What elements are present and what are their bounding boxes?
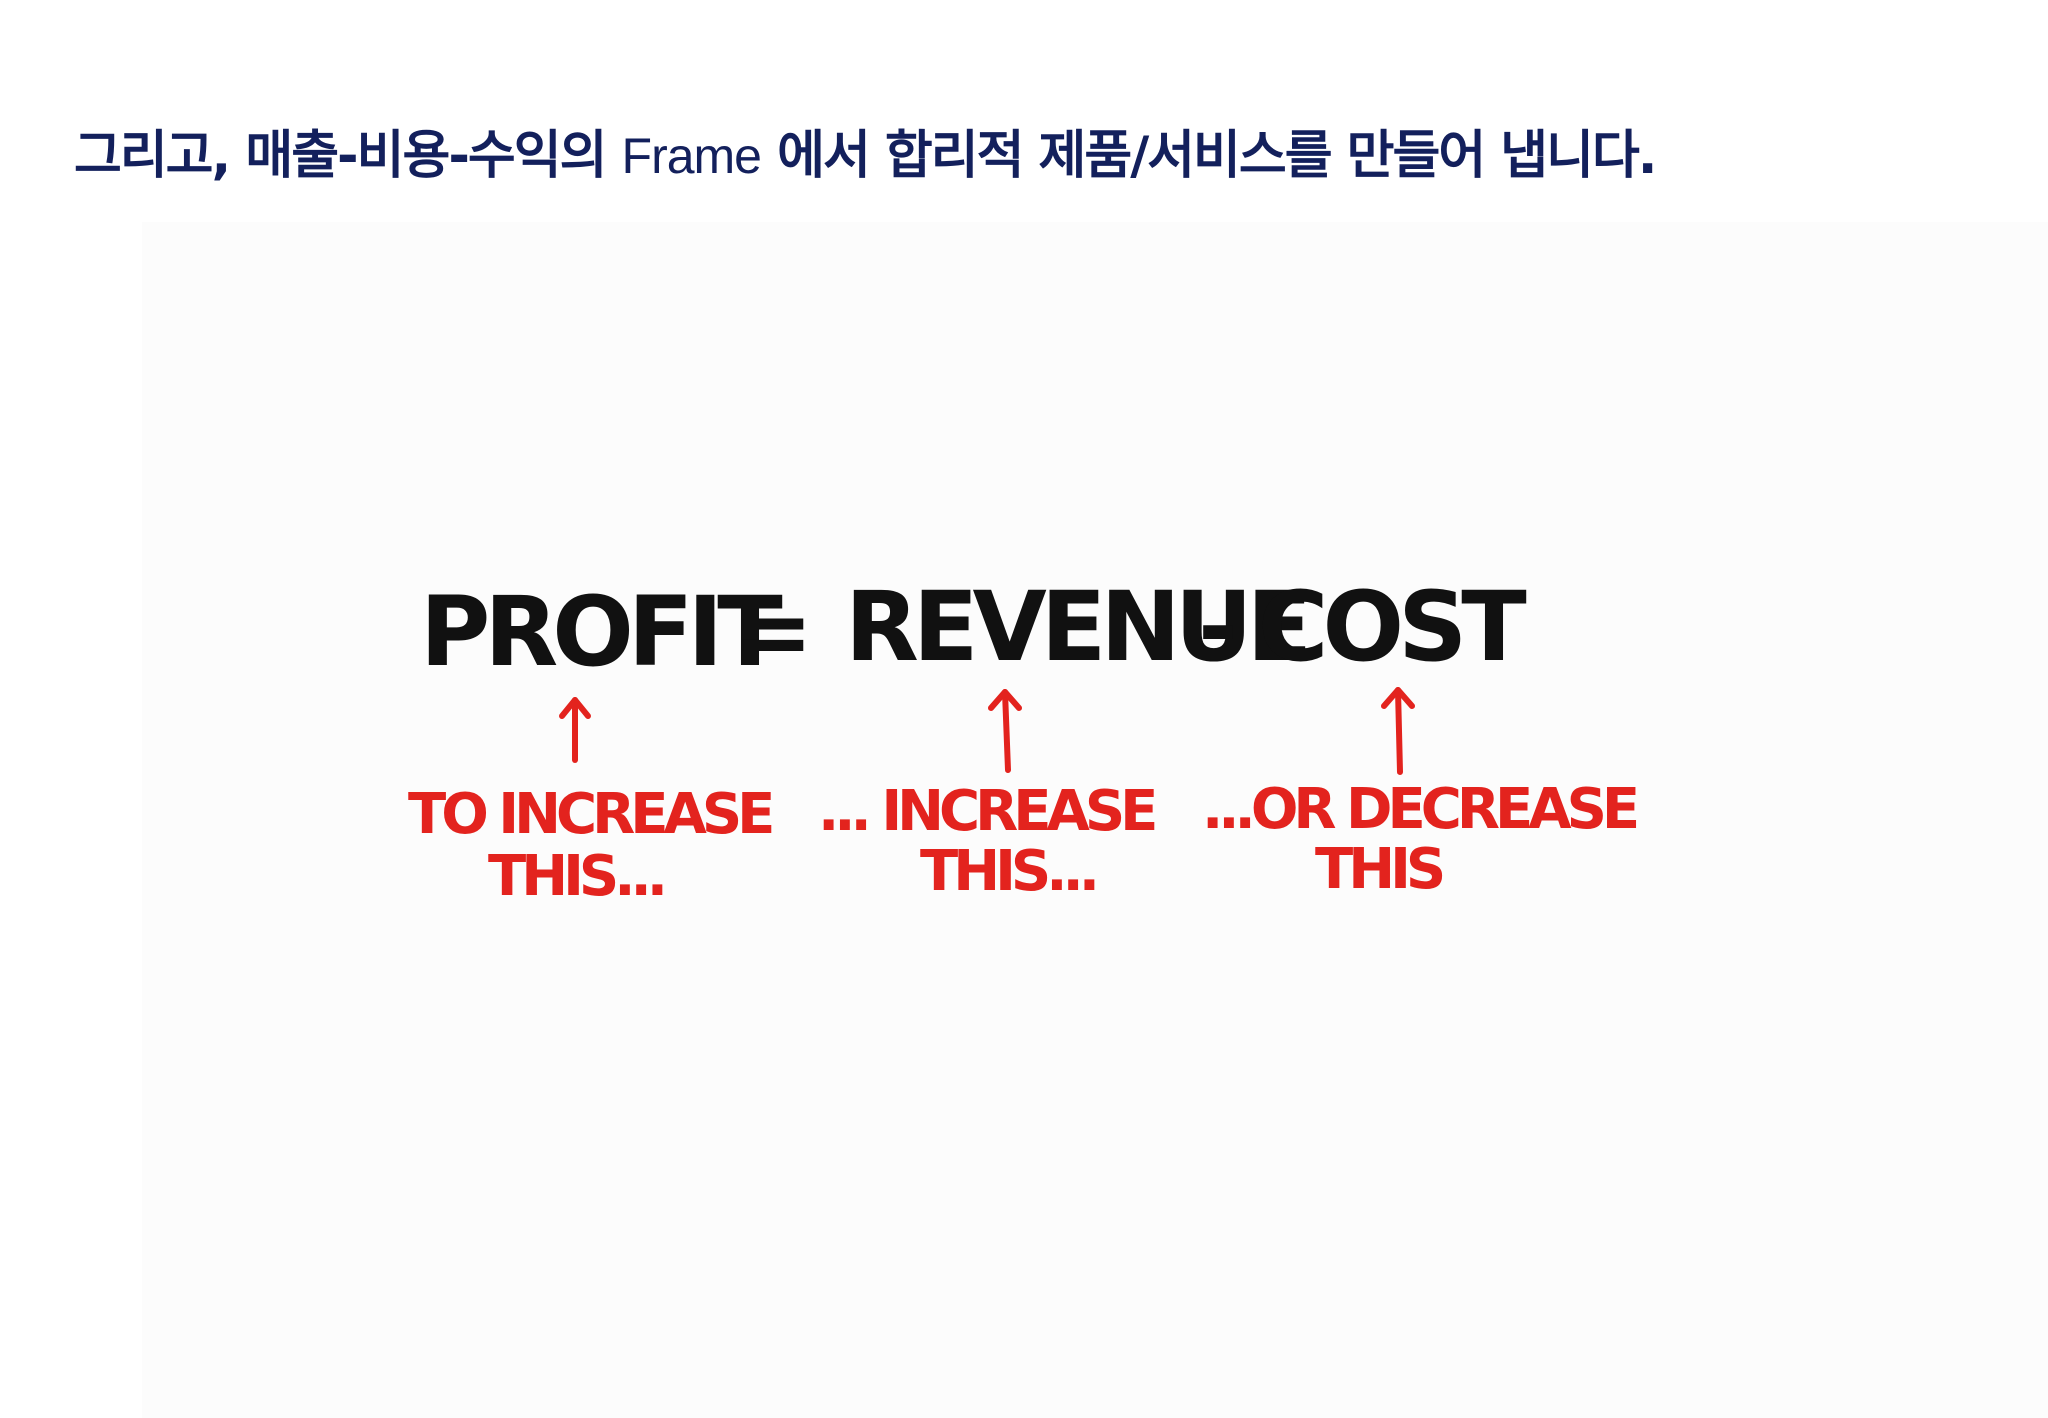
figure-panel <box>142 222 2048 1418</box>
revenue-word: REVENUE <box>845 571 1306 683</box>
profit-annotation-line2: THIS... <box>488 844 663 909</box>
arrow-up-icon-cost <box>1381 687 1415 775</box>
title-frame-word: Frame <box>621 128 762 184</box>
title-korean-start: 그리고, 매출-비용-수익의 <box>74 126 622 186</box>
revenue-annotation-line1: ... INCREASE <box>818 779 1155 844</box>
profit-equation-sketch: PROFIT = REVENUE - COST TO INCREASE THIS… <box>408 571 1640 909</box>
cost-annotation-line2: THIS <box>1315 837 1443 902</box>
cost-word: COST <box>1258 571 1526 683</box>
title-korean-end: 에서 합리적 제품/서비스를 만들어 냅니다. <box>761 126 1657 186</box>
profit-word: PROFIT <box>420 576 782 688</box>
arrow-up-icon-profit <box>559 697 591 763</box>
cost-annotation-line1: ...OR DECREASE <box>1202 777 1637 842</box>
slide-title: 그리고, 매출-비용-수익의 Frame 에서 합리적 제품/서비스를 만들어 … <box>74 126 1658 186</box>
minus-sign: - <box>1198 571 1233 683</box>
equation: PROFIT = REVENUE - COST <box>420 571 1532 688</box>
annotations: TO INCREASE THIS... ... INCREASE THIS...… <box>408 777 1640 909</box>
revenue-annotation-line2: THIS... <box>920 839 1095 904</box>
profit-annotation-line1: TO INCREASE <box>408 782 772 847</box>
equals-sign: = <box>733 576 807 688</box>
arrow-up-icon-revenue <box>988 689 1022 773</box>
